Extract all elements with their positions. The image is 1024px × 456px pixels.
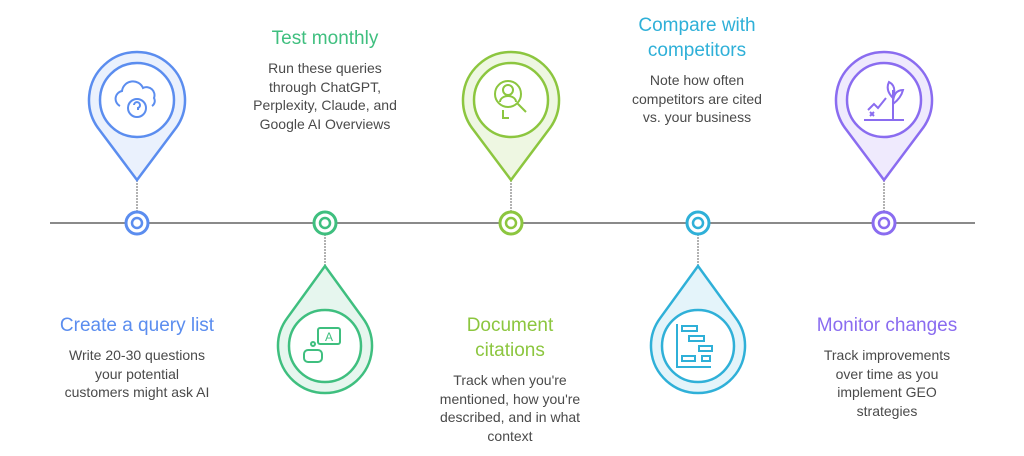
step-description: Run these queries through ChatGPT, Perpl… [215,59,435,133]
robot-chat-icon: A [303,327,341,363]
step-description: Track improvements over time as you impl… [787,346,987,420]
step-title: Create a query list [59,315,215,336]
desc-line: vs. your business [642,109,752,125]
step-description: Write 20-30 questions your potential cus… [37,346,237,402]
desc-line: over time as you [835,365,939,382]
desc-line: your potential [94,365,180,382]
desc-line: Track when you're [453,372,567,388]
title-line: competitors [647,40,747,61]
step-monitor-changes: Monitor changes Track improvements over … [787,313,987,420]
desc-line: Write 20-30 questions [69,347,205,363]
desc-line: competitors are cited [632,90,762,107]
desc-line: Google AI Overviews [259,115,391,132]
step-title: Test monthly [271,28,379,49]
growth-plant-icon [864,80,905,121]
desc-line: strategies [856,402,918,419]
step-document-citations: Document citations Track when you're men… [410,313,610,445]
step-create-query-list: Create a query list Write 20-30 question… [37,313,237,402]
desc-line: implement GEO [837,384,937,400]
desc-line: through ChatGPT, [268,78,382,95]
desc-line: customers might ask AI [64,384,210,400]
pin-monitor-changes [834,50,934,236]
title-line: citations [475,340,545,361]
desc-line: context [487,427,533,444]
gantt-chart-icon [676,324,713,368]
person-search-icon [494,80,527,119]
desc-line: described, and in what [439,409,581,425]
step-title: Monitor changes [816,315,958,336]
pin-document-citations [461,50,561,236]
desc-line: Note how often [649,72,745,88]
pin-test-monthly: A [276,210,374,395]
desc-line: mentioned, how you're [439,390,581,407]
step-description: Track when you're mentioned, how you're … [410,371,610,445]
cloud-question-icon [114,80,156,118]
step-title: Compare with competitors [597,13,797,63]
pin-compare-competitors [649,210,747,395]
desc-line: Perplexity, Claude, and [253,97,397,113]
step-test-monthly: Test monthly Run these queries through C… [215,26,435,133]
svg-text:A: A [325,330,333,344]
step-title: Document citations [410,313,610,363]
desc-line: Run these queries [268,60,382,76]
title-line: Compare with [638,15,756,36]
desc-line: Track improvements [823,347,951,363]
step-description: Note how often competitors are cited vs.… [597,71,797,127]
pin-create-query-list [87,50,187,236]
step-compare-competitors: Compare with competitors Note how often … [597,13,797,127]
title-line: Document [466,315,554,336]
